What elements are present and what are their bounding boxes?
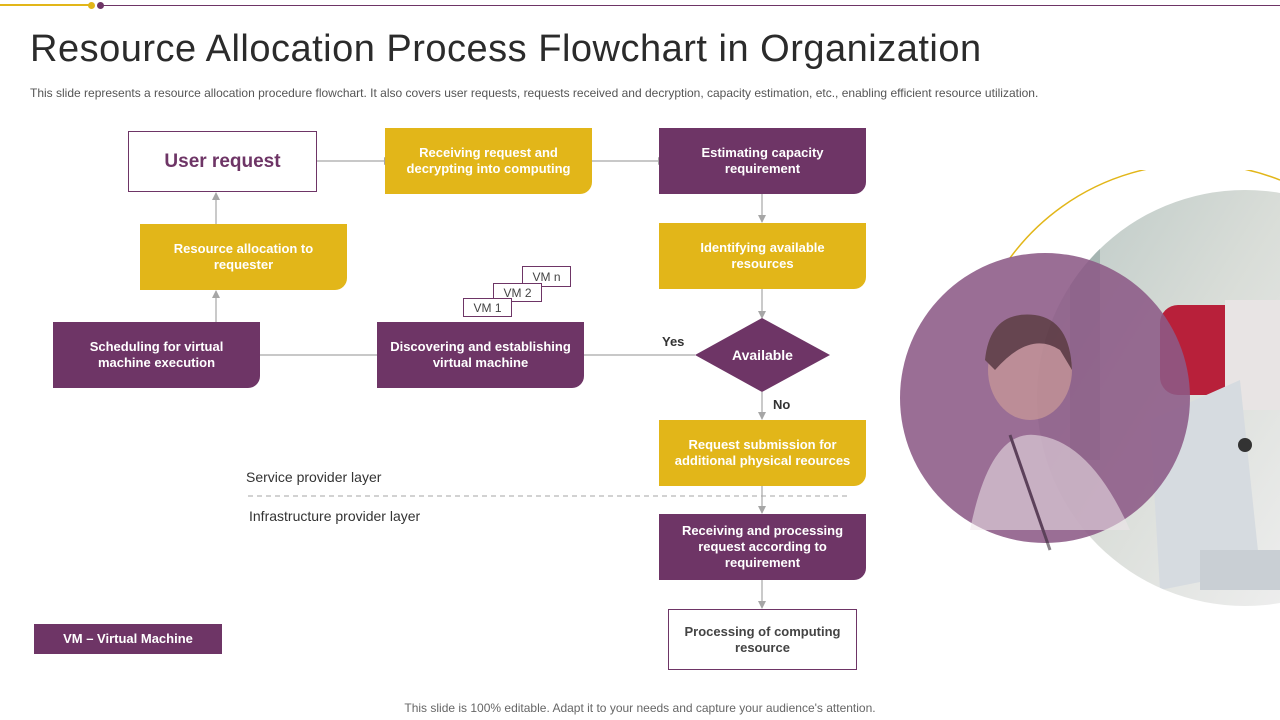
top-accent-dot-purple — [97, 2, 104, 9]
identifying-resources-box: Identifying available resources — [659, 223, 866, 289]
estimating-capacity-box: Estimating capacity requirement — [659, 128, 866, 194]
vm-n-tag: VM n — [522, 266, 571, 287]
receiving-processing-label: Receiving and processing request accordi… — [681, 523, 844, 570]
request-submission-box: Request submission for additional physic… — [659, 420, 866, 486]
available-label: Available — [732, 347, 793, 363]
office-photo — [900, 170, 1280, 606]
request-submission-label: Request submission for additional physic… — [674, 437, 851, 468]
processing-computing-label: Processing of computing resource — [684, 623, 841, 655]
receiving-request-label: Receiving request and decrypting into co… — [406, 145, 571, 176]
available-decision: Available — [695, 318, 830, 392]
vm-legend-label: VM – Virtual Machine — [63, 631, 193, 646]
top-accent-dot-yellow — [88, 2, 95, 9]
discovering-vm-box: Discovering and establishing virtual mac… — [377, 322, 584, 388]
discovering-vm-label: Discovering and establishing virtual mac… — [390, 339, 571, 370]
identifying-resources-label: Identifying available resources — [700, 240, 825, 271]
scheduling-vm-box: Scheduling for virtual machine execution — [53, 322, 260, 388]
page-title: Resource Allocation Process Flowchart in… — [30, 28, 982, 70]
estimating-capacity-label: Estimating capacity requirement — [701, 145, 824, 176]
user-request-label: User request — [164, 150, 281, 172]
page-subtitle: This slide represents a resource allocat… — [30, 86, 1039, 100]
yes-label: Yes — [662, 334, 685, 349]
footer-note: This slide is 100% editable. Adapt it to… — [404, 701, 876, 715]
resource-allocation-label: Resource allocation to requester — [173, 241, 314, 272]
receiving-processing-box: Receiving and processing request accordi… — [659, 514, 866, 580]
resource-allocation-box: Resource allocation to requester — [140, 224, 347, 290]
decorative-arc — [1009, 170, 1280, 259]
infrastructure-provider-layer-label: Infrastructure provider layer — [249, 508, 421, 524]
vm-legend: VM – Virtual Machine — [34, 624, 222, 654]
user-request-box: User request — [128, 131, 317, 192]
vm-2-tag: VM 2 — [493, 283, 542, 302]
service-provider-layer-label: Service provider layer — [246, 469, 382, 485]
receiving-request-box: Receiving request and decrypting into co… — [385, 128, 592, 194]
top-accent-line-yellow — [0, 4, 92, 6]
available-diamond — [695, 318, 830, 392]
top-accent-line-purple — [100, 5, 1280, 6]
scheduling-vm-label: Scheduling for virtual machine execution — [89, 339, 224, 370]
vm-1-tag: VM 1 — [463, 298, 512, 317]
no-label: No — [773, 397, 791, 412]
processing-computing-box: Processing of computing resource — [668, 609, 857, 670]
